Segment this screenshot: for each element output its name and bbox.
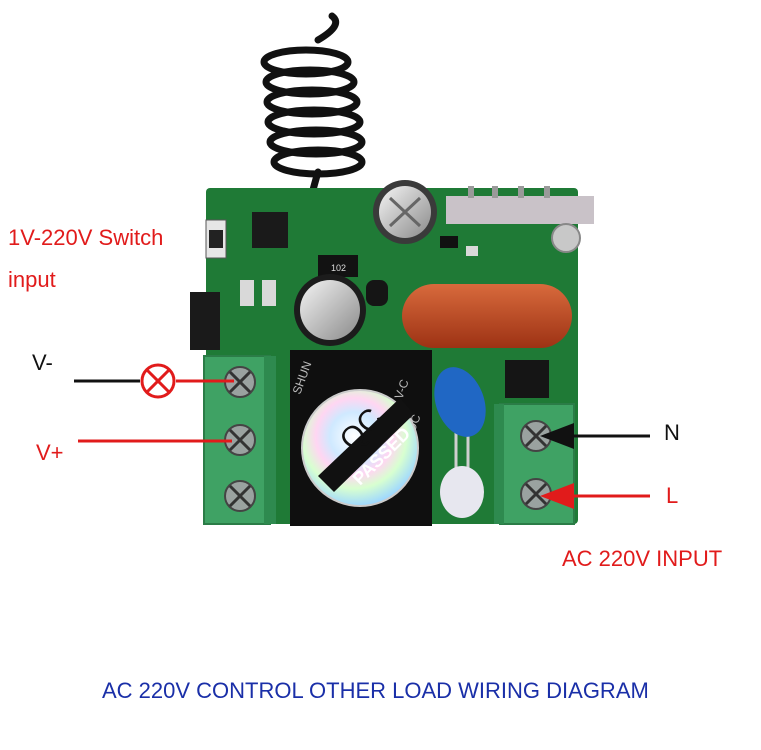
neutral-label: N [664, 420, 680, 445]
live-arrow [540, 483, 650, 509]
relay-model-text: V-C [392, 377, 412, 401]
switch-input-label-continued: input [8, 267, 56, 292]
left-terminal-block [203, 355, 276, 525]
right-terminal-block [494, 403, 575, 525]
lamp-load-icon [140, 363, 176, 399]
rf-module [446, 196, 594, 224]
diagram-title: AC 220V CONTROL OTHER LOAD WIRING DIAGRA… [102, 678, 649, 703]
electrolytic-capacitor-small [294, 274, 366, 346]
screw-icon [224, 480, 256, 512]
ceramic-capacitor [434, 367, 486, 518]
v-plus-label: V+ [36, 440, 64, 465]
side-connector [190, 292, 220, 350]
chip-code-label: 102 [331, 263, 346, 273]
live-label: L [666, 483, 679, 508]
film-capacitor [402, 284, 572, 348]
screw-icon [224, 424, 256, 456]
screw-icon [520, 478, 552, 510]
ic-chip [252, 212, 288, 248]
v-minus-label: V- [32, 350, 53, 375]
qc-passed-sticker: QC PASSED [301, 389, 419, 507]
electrolytic-capacitor-large [373, 180, 437, 244]
ac-input-label: AC 220V INPUT [562, 546, 723, 571]
screw-icon [224, 366, 256, 398]
switch-input-label: 1V-220V Switch [8, 225, 164, 250]
neutral-arrow [540, 423, 650, 449]
